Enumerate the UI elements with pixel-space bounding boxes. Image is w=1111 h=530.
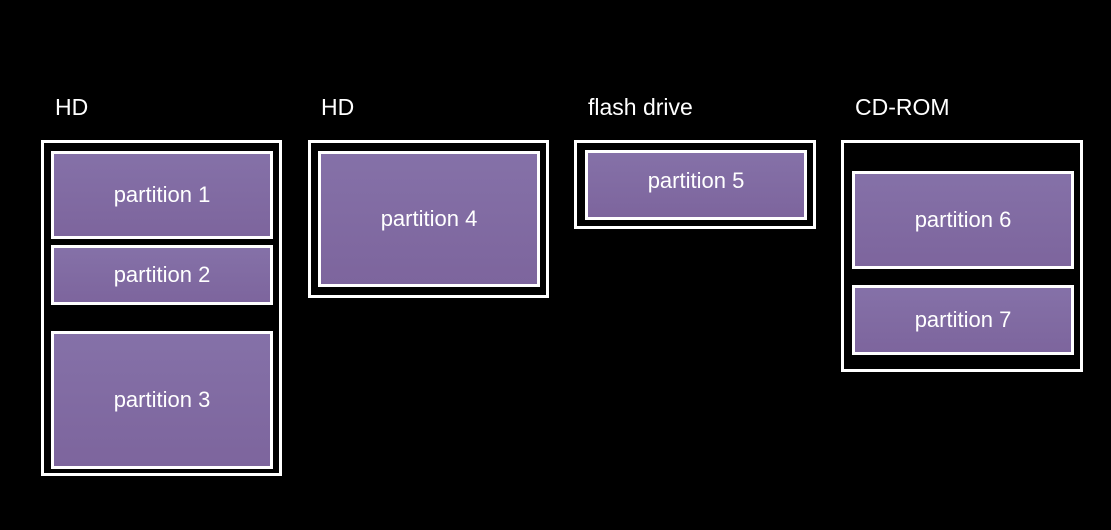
partition-4: partition 4 — [318, 151, 540, 287]
device-box-cd-rom: partition 6 partition 7 — [841, 140, 1083, 372]
partition-7-label: partition 7 — [914, 307, 1012, 332]
partition-3-label: partition 3 — [113, 387, 211, 412]
partition-2: partition 2 — [51, 245, 273, 305]
partition-2-label: partition 2 — [113, 262, 211, 287]
device-label-cd-rom: CD-ROM — [855, 94, 950, 120]
partition-5-label: partition 5 — [647, 168, 745, 193]
partition-4-label: partition 4 — [380, 206, 478, 231]
partition-7: partition 7 — [852, 285, 1074, 355]
partition-6-label: partition 6 — [914, 207, 1012, 232]
device-label-hd-1: HD — [55, 94, 89, 120]
partition-1-label: partition 1 — [113, 182, 211, 207]
device-label-hd-2: HD — [321, 94, 355, 120]
device-box-hd-1: partition 1 partition 2 partition 3 — [41, 140, 282, 476]
partition-6: partition 6 — [852, 171, 1074, 269]
partition-3: partition 3 — [51, 331, 273, 469]
partition-1: partition 1 — [51, 151, 273, 239]
device-label-flash-drive: flash drive — [588, 94, 693, 120]
device-box-hd-2: partition 4 — [308, 140, 549, 298]
partition-5: partition 5 — [585, 150, 807, 220]
device-box-flash-drive: partition 5 — [574, 140, 816, 229]
